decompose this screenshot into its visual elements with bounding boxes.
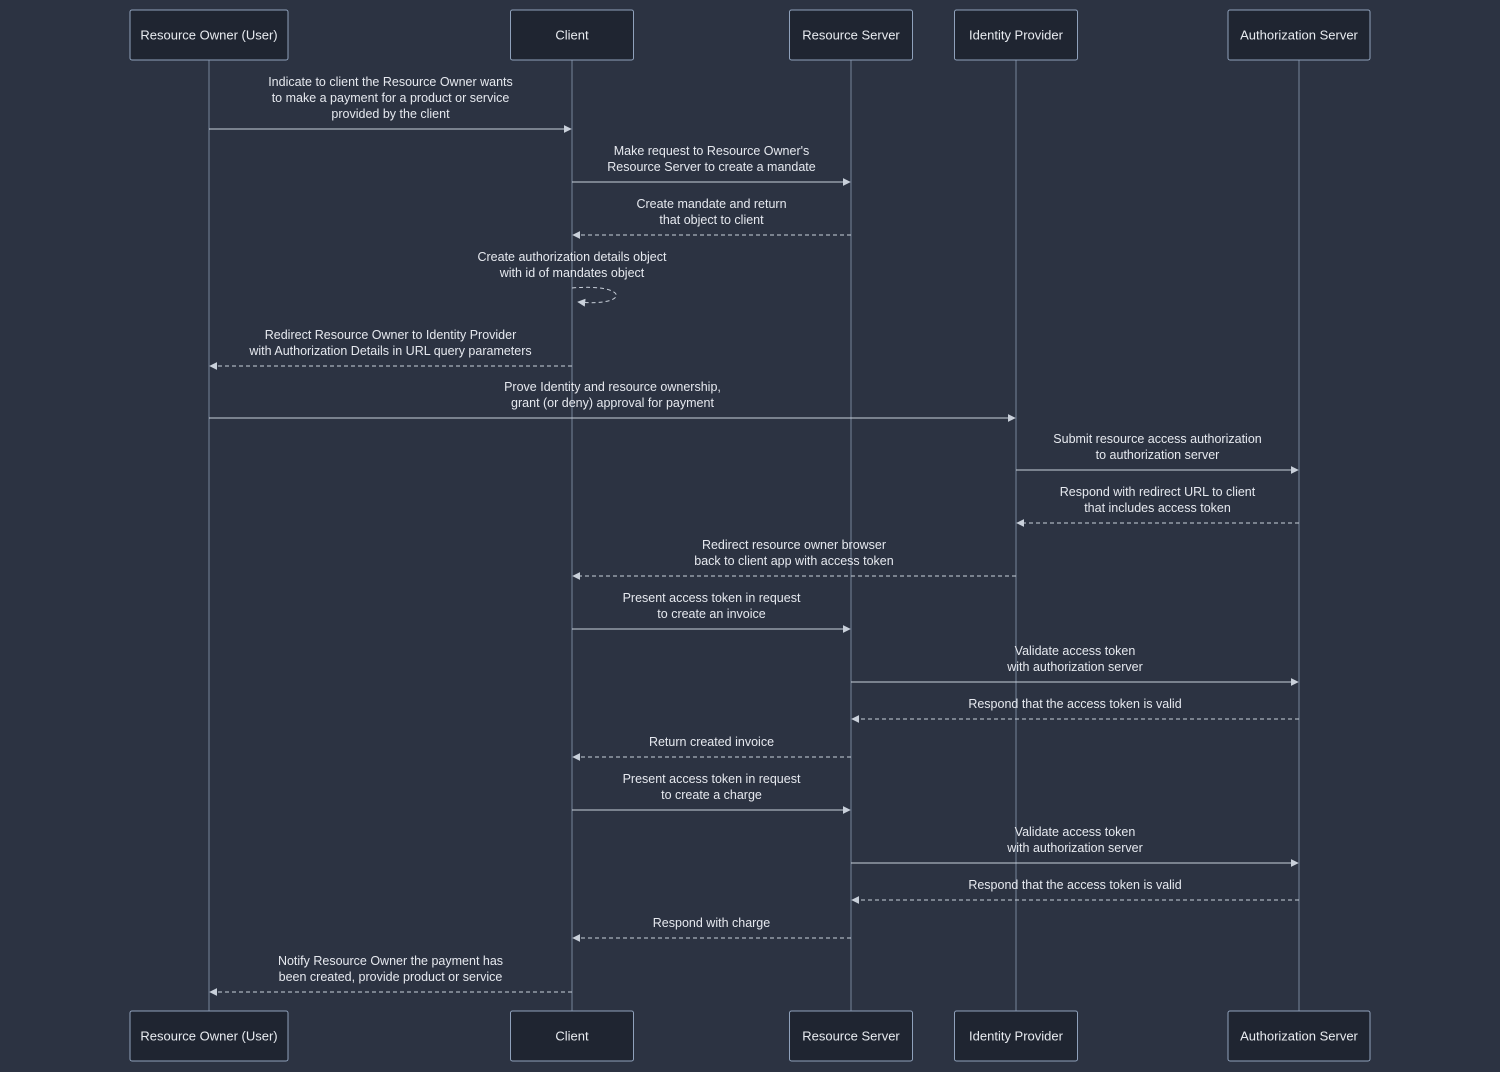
message-text: Redirect Resource Owner to Identity Prov…	[265, 328, 517, 342]
message-text: with id of mandates object	[499, 266, 645, 280]
actor-label: Authorization Server	[1240, 28, 1358, 43]
message-text: Validate access token	[1015, 644, 1136, 658]
message-16: Respond that the access token is valid	[851, 878, 1299, 904]
message-9: Redirect resource owner browser back to c…	[572, 538, 1016, 580]
message-text: Redirect resource owner browser	[702, 538, 886, 552]
message-text: Respond that the access token is valid	[968, 697, 1181, 711]
message-6: Prove Identity and resource ownership, gr…	[209, 380, 1016, 422]
message-text: Respond with redirect URL to client	[1060, 485, 1256, 499]
actor-box	[954, 9, 1078, 61]
message-7: Submit resource access authorization to a…	[1016, 432, 1299, 474]
message-17: Respond with charge	[572, 916, 851, 942]
actor-label: Resource Owner (User)	[140, 28, 277, 43]
actor-bottom-authorization-server: Authorization Server	[1227, 1010, 1371, 1062]
message-4: Create authorization details object with …	[477, 250, 667, 307]
actor-box	[129, 9, 289, 61]
actor-top-identity-provider: Identity Provider	[954, 9, 1078, 61]
message-text: Validate access token	[1015, 825, 1136, 839]
actor-label: Client	[555, 1029, 589, 1044]
message-text: Respond that the access token is valid	[968, 878, 1181, 892]
actor-top-resource-owner: Resource Owner (User)	[129, 9, 289, 61]
message-text: to authorization server	[1096, 448, 1220, 462]
message-text: with Authorization Details in URL query …	[248, 344, 531, 358]
actor-box	[789, 9, 913, 61]
actor-bottom-client: Client	[510, 1010, 634, 1062]
message-text: to create an invoice	[657, 607, 765, 621]
message-18: Notify Resource Owner the payment has bee…	[209, 954, 572, 996]
actor-top-authorization-server: Authorization Server	[1227, 9, 1371, 61]
message-1: Indicate to client the Resource Owner wa…	[209, 75, 572, 133]
message-text: Submit resource access authorization	[1053, 432, 1261, 446]
actor-bottom-resource-server: Resource Server	[789, 1010, 913, 1062]
message-text: Notify Resource Owner the payment has	[278, 954, 503, 968]
message-text: Make request to Resource Owner's	[614, 144, 810, 158]
actor-label: Authorization Server	[1240, 1029, 1358, 1044]
message-self-loop	[571, 286, 617, 307]
message-text: Create mandate and return	[636, 197, 786, 211]
message-text: Respond with charge	[653, 916, 770, 930]
message-text: provided by the client	[331, 107, 450, 121]
message-10: Present access token in request to create…	[572, 591, 851, 633]
actor-bottom-identity-provider: Identity Provider	[954, 1010, 1078, 1062]
message-8: Respond with redirect URL to client that …	[1016, 485, 1299, 527]
actor-top-resource-server: Resource Server	[789, 9, 913, 61]
actor-box	[1227, 1010, 1371, 1062]
message-11: Validate access token with authorization …	[851, 644, 1299, 686]
message-text: Resource Server to create a mandate	[607, 160, 815, 174]
message-text: that includes access token	[1084, 501, 1231, 515]
message-3: Create mandate and return that object to …	[572, 197, 851, 239]
message-text: Indicate to client the Resource Owner wa…	[268, 75, 513, 89]
message-text: with authorization server	[1006, 660, 1142, 674]
message-13: Return created invoice	[572, 735, 851, 761]
message-text: Present access token in request	[623, 591, 801, 605]
message-text: Prove Identity and resource ownership,	[504, 380, 721, 394]
actor-box	[510, 1010, 634, 1062]
message-text: Create authorization details object	[477, 250, 667, 264]
message-text: with authorization server	[1006, 841, 1142, 855]
message-text: Present access token in request	[623, 772, 801, 786]
message-text: to make a payment for a product or servi…	[272, 91, 510, 105]
message-text: grant (or deny) approval for payment	[511, 396, 714, 410]
actor-box	[510, 9, 634, 61]
message-14: Present access token in request to create…	[572, 772, 851, 814]
actor-label: Client	[555, 28, 589, 43]
actor-box	[129, 1010, 289, 1062]
actor-bottom-resource-owner: Resource Owner (User)	[129, 1010, 289, 1062]
actor-label: Resource Server	[802, 1029, 900, 1044]
message-2: Make request to Resource Owner'sResource…	[572, 144, 851, 186]
actor-label: Identity Provider	[969, 28, 1064, 43]
message-text: Return created invoice	[649, 735, 774, 749]
actor-label: Resource Server	[802, 28, 900, 43]
actor-top-client: Client	[510, 9, 634, 61]
actor-box	[1227, 9, 1371, 61]
message-text: back to client app with access token	[694, 554, 893, 568]
message-text: been created, provide product or service	[279, 970, 503, 984]
actor-label: Identity Provider	[969, 1029, 1064, 1044]
message-text: to create a charge	[661, 788, 762, 802]
message-text: that object to client	[659, 213, 764, 227]
message-15: Validate access token with authorization …	[851, 825, 1299, 867]
message-5: Redirect Resource Owner to Identity Prov…	[209, 328, 572, 370]
message-12: Respond that the access token is valid	[851, 697, 1299, 723]
actor-box	[789, 1010, 913, 1062]
actor-box	[954, 1010, 1078, 1062]
actor-label: Resource Owner (User)	[140, 1029, 277, 1044]
